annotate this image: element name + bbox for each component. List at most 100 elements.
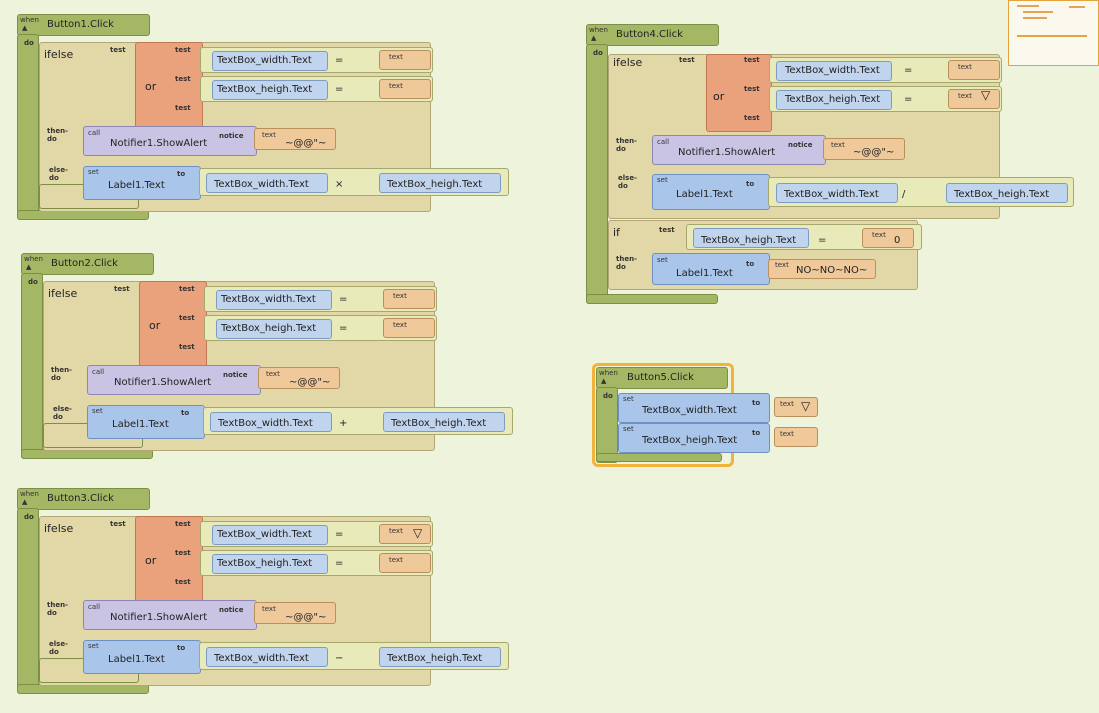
text-block[interactable] [379, 50, 431, 70]
if-set-block[interactable] [652, 253, 770, 285]
text-tag: text [393, 321, 407, 329]
right-operand-name: TextBox_heigh.Text [954, 189, 1050, 200]
text-block[interactable] [379, 553, 431, 573]
collapse-arrow-icon[interactable]: ▲ [22, 24, 28, 32]
variable-getter[interactable] [212, 554, 328, 574]
notifier-call-block[interactable] [87, 365, 261, 395]
left-operand[interactable] [210, 412, 332, 432]
or-label: or [145, 554, 157, 567]
event-name: Button3.Click [47, 493, 114, 504]
test-label: test [175, 578, 191, 586]
event-header[interactable] [17, 14, 150, 36]
to-label: to [752, 399, 761, 407]
variable-getter[interactable] [216, 290, 332, 310]
left-operand-name: TextBox_width.Text [214, 653, 309, 664]
right-operand[interactable] [379, 647, 501, 667]
set-block-1[interactable] [618, 393, 770, 423]
if-variable-getter[interactable] [693, 228, 809, 248]
if-value-block[interactable] [862, 228, 914, 248]
event-header[interactable] [17, 488, 150, 510]
text-block[interactable] [383, 318, 435, 338]
variable-getter[interactable] [776, 90, 892, 110]
event-header[interactable] [21, 253, 154, 275]
right-operand[interactable] [946, 183, 1068, 203]
dropdown-arrow-icon[interactable]: ▽ [981, 88, 991, 102]
or-block[interactable] [706, 54, 772, 132]
dropdown-arrow-icon[interactable]: ▽ [801, 399, 811, 413]
call-label: call [657, 138, 670, 146]
alert-text-block[interactable] [823, 138, 905, 160]
test-label: test [175, 520, 191, 528]
dropdown-arrow-icon[interactable]: ▽ [413, 526, 423, 540]
set-block[interactable] [83, 640, 201, 674]
set-target: Label1.Text [112, 419, 169, 430]
text-tag: text [780, 430, 794, 438]
left-operand[interactable] [776, 183, 898, 203]
right-operand[interactable] [379, 173, 501, 193]
text-tag: text [389, 53, 403, 61]
set-label: set [88, 168, 99, 176]
text-block[interactable] [948, 89, 1000, 109]
text-block-1[interactable] [774, 397, 818, 417]
alert-text-block[interactable] [258, 367, 340, 389]
workspace-minimap[interactable] [1008, 0, 1099, 66]
text-tag: text [262, 131, 276, 139]
when-label: when [20, 16, 39, 24]
alert-text: ~@@"~ [285, 612, 327, 623]
variable-getter[interactable] [216, 319, 332, 339]
notifier-call-block[interactable] [83, 126, 257, 156]
right-operand-name: TextBox_heigh.Text [387, 179, 483, 190]
or-block[interactable] [135, 42, 203, 130]
left-operand-name: TextBox_width.Text [214, 179, 309, 190]
collapse-arrow-icon[interactable]: ▲ [601, 377, 607, 385]
collapse-arrow-icon[interactable]: ▲ [591, 34, 597, 42]
compare-op: = [335, 529, 344, 540]
text-block[interactable] [379, 79, 431, 99]
if-set-target: Label1.Text [676, 268, 733, 279]
set-block[interactable] [87, 405, 205, 439]
right-operand[interactable] [383, 412, 505, 432]
test-label: test [744, 56, 760, 64]
to-label: to [181, 409, 190, 417]
event-header[interactable] [596, 367, 728, 389]
text-block[interactable] [383, 289, 435, 309]
collapse-arrow-icon[interactable]: ▲ [26, 263, 32, 271]
left-operand[interactable] [206, 647, 328, 667]
or-label: or [145, 80, 157, 93]
variable-getter[interactable] [212, 80, 328, 100]
text-tag: text [780, 400, 794, 408]
notifier-call-block[interactable] [83, 600, 257, 630]
notifier-call-block[interactable] [652, 135, 826, 165]
collapse-arrow-icon[interactable]: ▲ [22, 498, 28, 506]
set-block[interactable] [652, 174, 770, 210]
notifier-name: Notifier1.ShowAlert [114, 377, 212, 388]
if-set-text-block[interactable] [768, 259, 876, 279]
or-block[interactable] [135, 516, 203, 604]
when-label: when [20, 490, 39, 498]
if-label: if [613, 226, 620, 239]
event-header[interactable] [586, 24, 719, 46]
compare-op: = [339, 323, 348, 334]
notice-label: notice [788, 141, 813, 149]
text-block[interactable] [379, 524, 431, 544]
text-block-2[interactable] [774, 427, 818, 447]
to-label: to [177, 170, 186, 178]
set-block[interactable] [83, 166, 201, 200]
set-block-2[interactable] [618, 423, 770, 453]
variable-getter[interactable] [212, 525, 328, 545]
or-label: or [149, 319, 161, 332]
left-operand[interactable] [206, 173, 328, 193]
variable-getter[interactable] [776, 61, 892, 81]
text-tag: text [393, 292, 407, 300]
notifier-name: Notifier1.ShowAlert [678, 147, 776, 158]
alert-text-block[interactable] [254, 128, 336, 150]
event-body-left [21, 273, 43, 459]
else-do-label: else-do [53, 405, 72, 421]
variable-getter[interactable] [212, 51, 328, 71]
ifelse-label: ifelse [44, 522, 74, 535]
alert-text-block[interactable] [254, 602, 336, 624]
text-block[interactable] [948, 60, 1000, 80]
